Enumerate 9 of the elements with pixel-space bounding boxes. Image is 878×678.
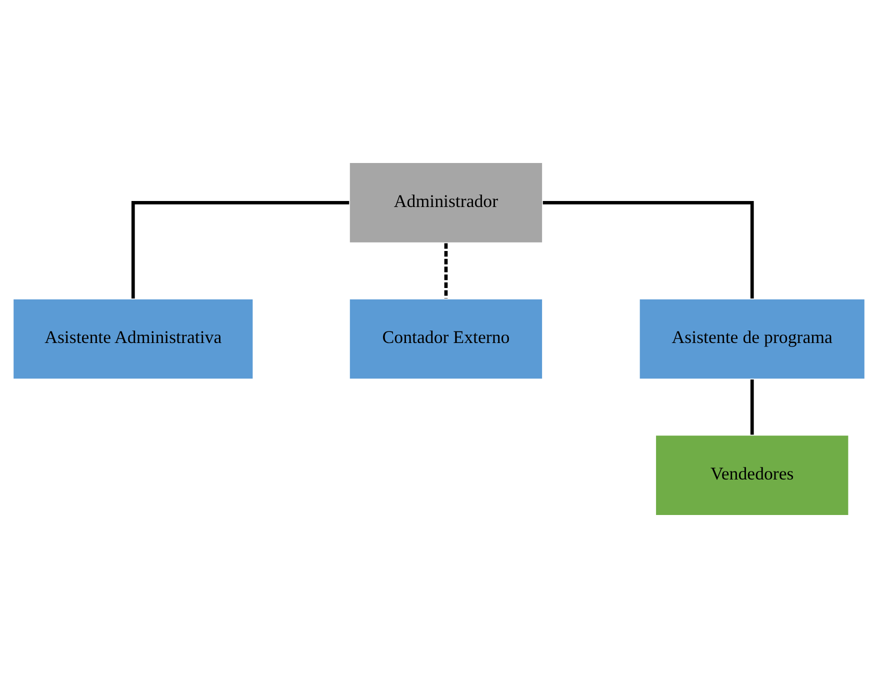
node-box: Administrador	[348, 162, 544, 244]
connector	[542, 201, 754, 298]
node-box: Asistente Administrativa	[12, 298, 254, 380]
connector	[131, 201, 350, 298]
node-box: Asistente de programa	[638, 298, 866, 380]
node-box: Vendedores	[654, 434, 850, 516]
node-box: Contador Externo	[348, 298, 544, 380]
connector	[750, 380, 754, 435]
connector	[444, 243, 448, 298]
